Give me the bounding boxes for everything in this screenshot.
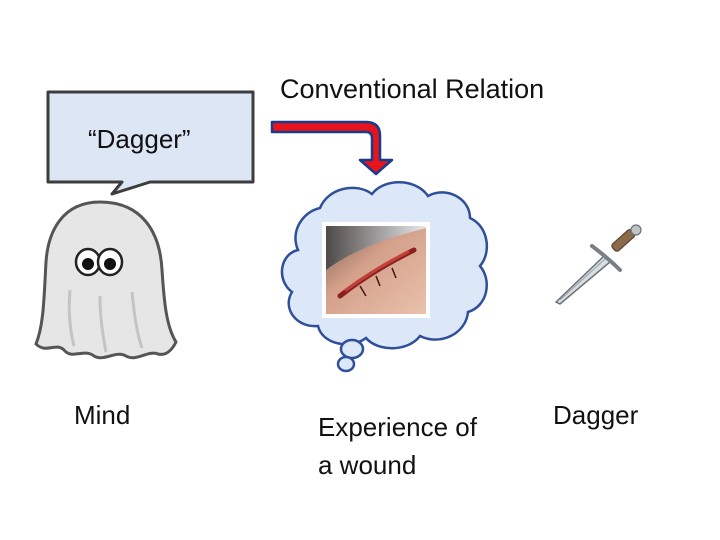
mind-label: Mind (74, 400, 131, 430)
speech-bubble (46, 90, 255, 196)
speech-bubble-text: “Dagger” (88, 124, 191, 154)
conventional-relation-label: Conventional Relation (280, 74, 545, 104)
conventional-relation-arrow (270, 120, 394, 176)
dagger-label: Dagger (553, 400, 639, 430)
wound-photo (322, 222, 430, 318)
ghost-icon (34, 200, 178, 360)
experience-label: Experience of a wound (318, 408, 518, 484)
dagger-icon (554, 224, 642, 305)
experience-label-line2: a wound (318, 450, 417, 480)
experience-label-line1: Experience of (318, 412, 477, 442)
